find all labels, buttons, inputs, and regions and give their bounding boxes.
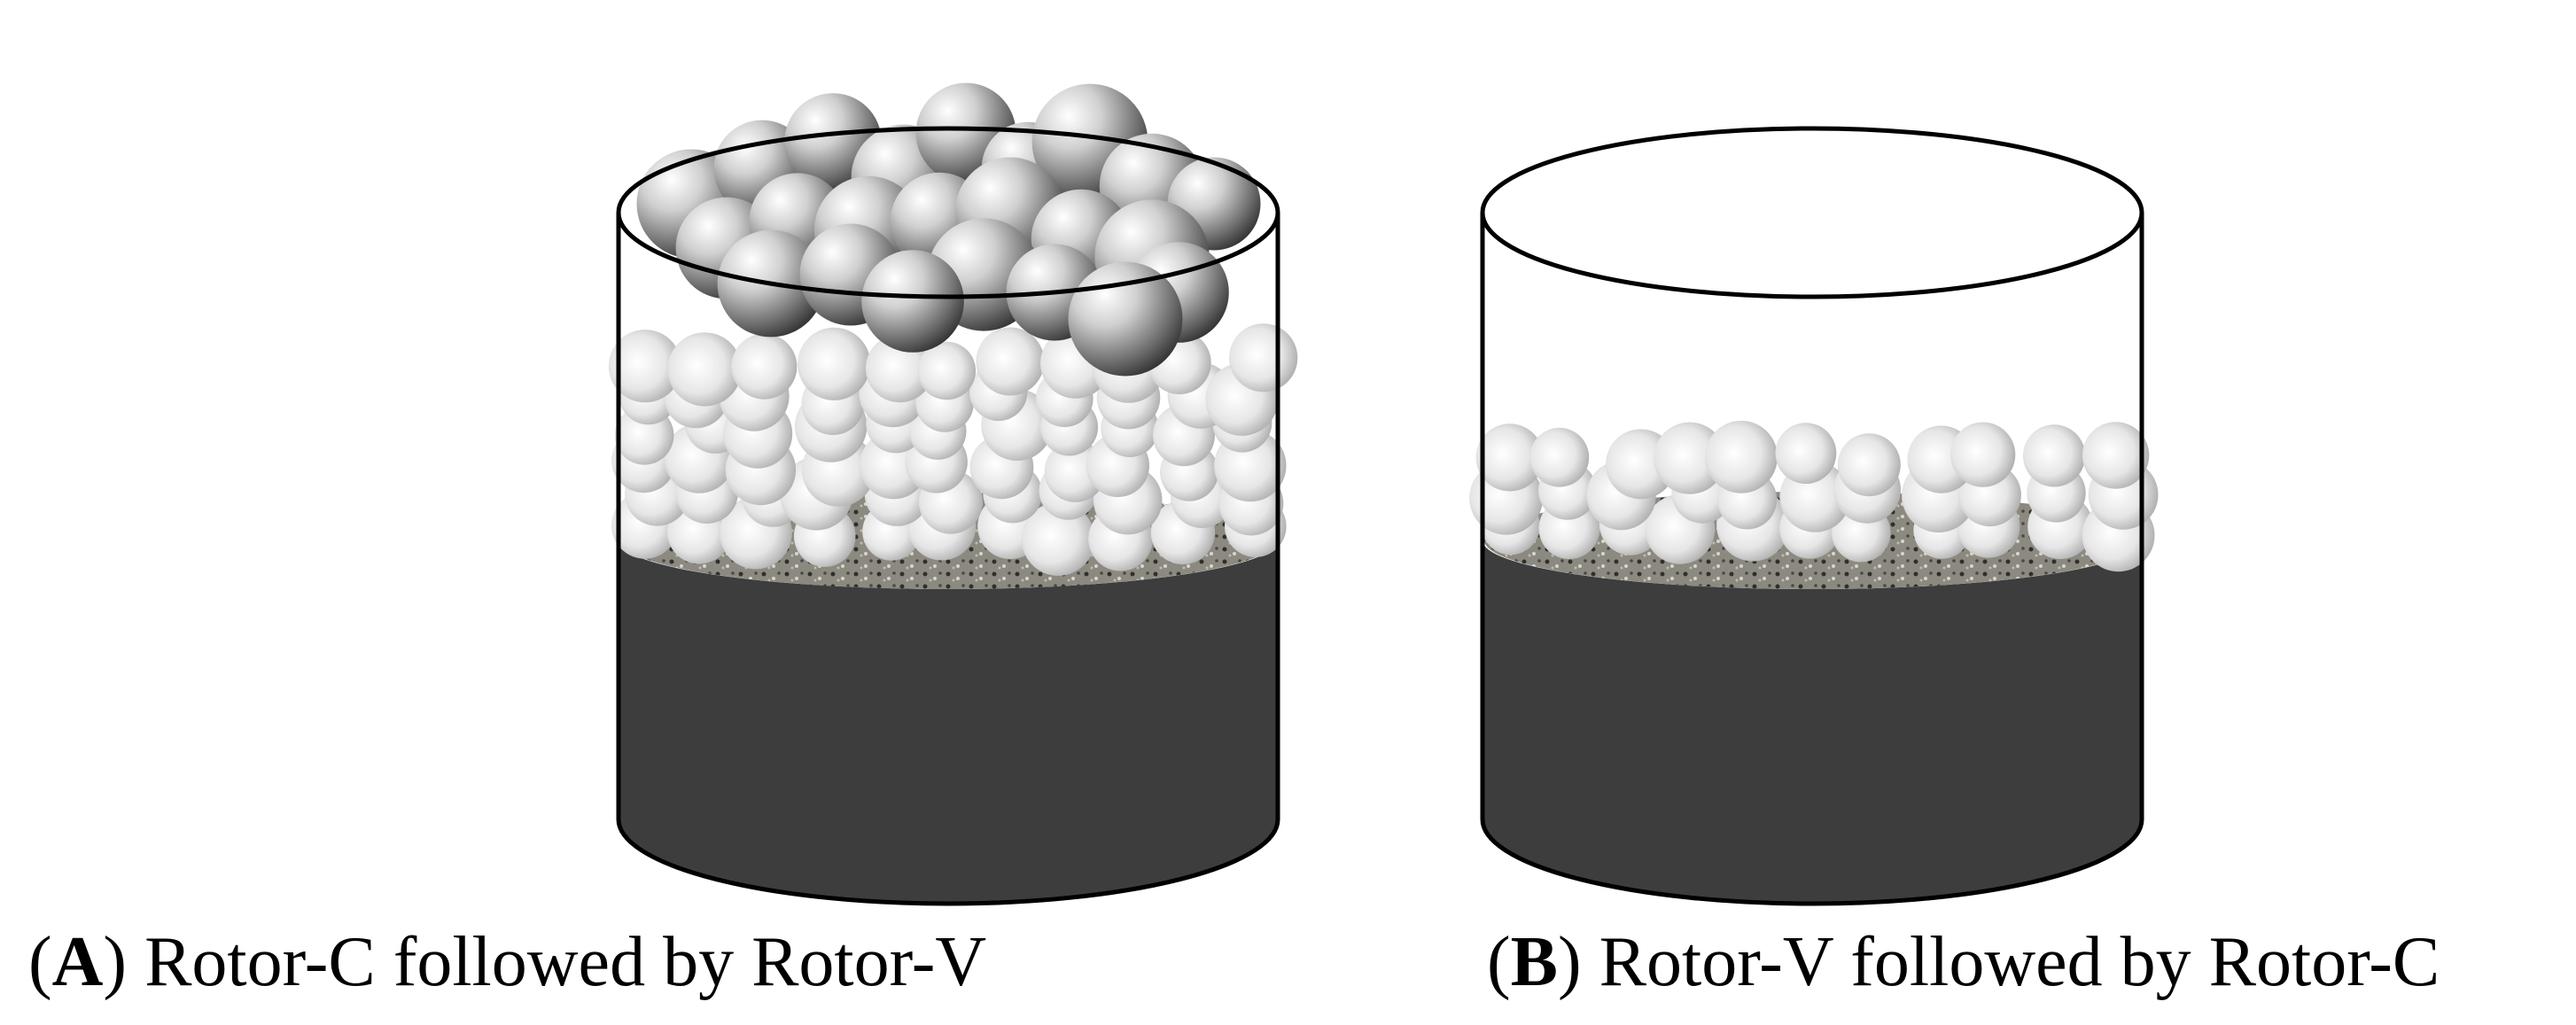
cup-b-light-sphere: [1475, 423, 1544, 492]
cup-b-light-sphere: [1775, 423, 1837, 485]
cup-b-bottom-edge: [1480, 819, 2144, 906]
cup-a-light-sphere: [917, 341, 977, 400]
cup-b-spheres: [1469, 420, 2159, 572]
caption-b: (B) Rotor-V followed by Rotor-C: [1487, 923, 2440, 1001]
cup-a-light-sphere: [608, 330, 682, 403]
cup-a-light-sphere: [667, 332, 742, 407]
cup-b-light-sphere: [1837, 433, 1901, 497]
cup-a-light-sphere: [1229, 323, 1298, 392]
cup-b-light-sphere: [2082, 422, 2150, 489]
caption-b-letter: B: [1510, 923, 1558, 1001]
cup-b-light-sphere: [2023, 424, 2086, 487]
cup-a-dark-sphere: [1068, 261, 1183, 377]
cup-a-bottom-edge: [616, 819, 1280, 906]
cup-b-light-sphere: [1654, 422, 1726, 494]
cup-a-light-sphere: [731, 333, 798, 400]
cup-a-substrate: [619, 540, 1278, 904]
cup-a-light-sphere: [1021, 502, 1095, 576]
cup-a: [608, 82, 1298, 906]
cup-b-light-sphere: [1705, 420, 1778, 493]
cup-b: [1469, 126, 2159, 906]
cup-a-light-sphere: [976, 327, 1045, 396]
cup-a-dark-sphere: [861, 250, 964, 353]
cup-a-light-sphere: [798, 327, 871, 400]
caption-a-letter: A: [51, 923, 104, 1001]
cup-b-light-sphere: [1950, 422, 2016, 487]
cup-b-substrate: [1483, 540, 2142, 904]
cup-b-rim: [1480, 126, 2144, 299]
cup-b-light-sphere: [1529, 427, 1590, 487]
caption-b-label: Rotor-V followed by Rotor-C: [1599, 923, 2440, 1001]
cup-a-rim: [616, 126, 1280, 299]
caption-a: (A) Rotor-C followed by Rotor-V: [28, 923, 987, 1001]
caption-a-label: Rotor-C followed by Rotor-V: [144, 923, 987, 1001]
